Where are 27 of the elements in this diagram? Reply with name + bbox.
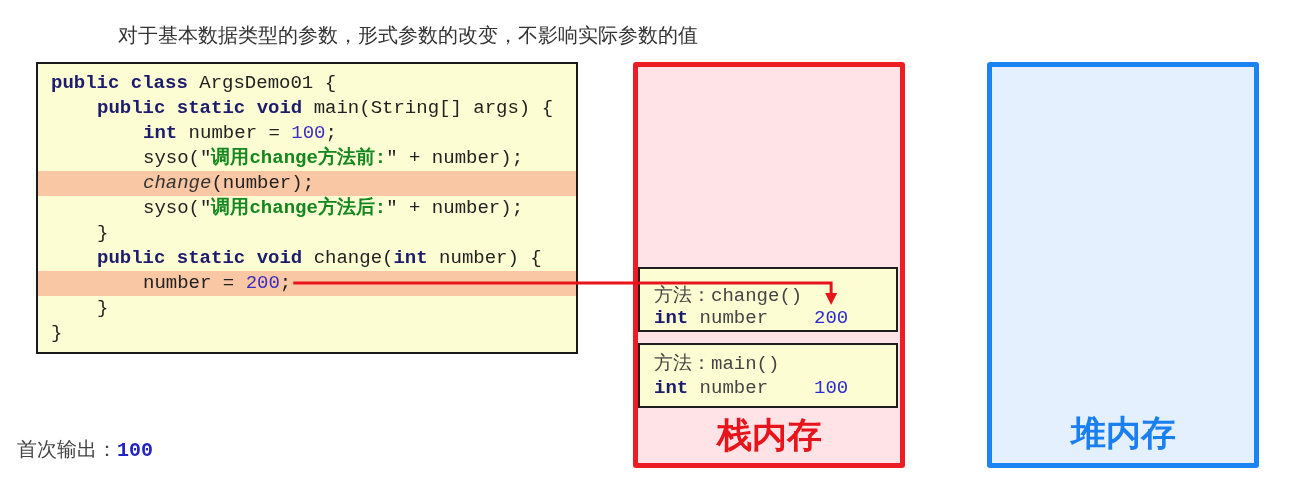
frame-heading: 方法：change() — [654, 285, 803, 307]
variable-name: int number — [654, 377, 769, 399]
method-frame — [638, 343, 898, 408]
code-line: number = 200; — [143, 270, 292, 296]
code-line: } — [97, 220, 109, 246]
variable-name: int number — [654, 307, 769, 329]
method-frame — [638, 267, 898, 332]
code-box — [36, 62, 578, 354]
code-line: public static void change(int number) { — [97, 245, 542, 271]
code-line: syso("调用change方法前:" + number); — [143, 145, 524, 171]
code-line: } — [51, 320, 63, 346]
output-note: 首次输出：100 — [17, 436, 153, 464]
code-line: change(number); — [143, 170, 315, 196]
code-line: public class ArgsDemo01 { — [51, 70, 337, 96]
box-heading: 堆内存 — [1070, 412, 1176, 455]
box-heading: 栈内存 — [716, 414, 822, 457]
variable-value: 100 — [814, 377, 849, 399]
memory-box — [633, 62, 905, 468]
arrow — [293, 281, 838, 305]
title: 对于基本数据类型的参数，形式参数的改变，不影响实际参数的值 — [118, 22, 698, 48]
variable-value: 200 — [814, 307, 849, 329]
code-line: int number = 100; — [143, 120, 337, 146]
frame-heading: 方法：main() — [654, 353, 780, 375]
code-line: syso("调用change方法后:" + number); — [143, 195, 524, 221]
code-line: } — [97, 295, 109, 321]
memory-box — [987, 62, 1259, 468]
code-line: public static void main(String[] args) { — [97, 95, 554, 121]
